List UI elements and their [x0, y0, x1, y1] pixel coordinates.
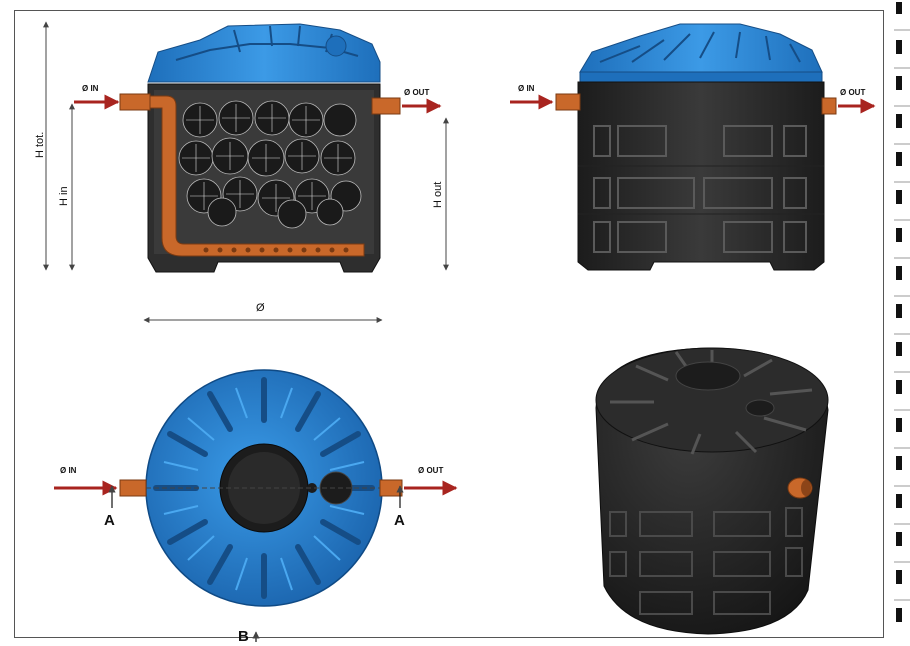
iso-panels	[609, 507, 803, 615]
section-inlet-stub	[119, 93, 151, 111]
drawing-frame	[14, 10, 884, 638]
top-outlet-stub	[379, 479, 403, 497]
section-inlet-label: Ø IN	[82, 84, 99, 93]
section-a-left-label: A	[104, 512, 115, 529]
right-margin-strip	[894, 0, 910, 646]
section-a-right-label: A	[394, 512, 405, 529]
margin-marks	[894, 2, 910, 622]
front-lid	[579, 23, 823, 73]
front-outlet-label: Ø OUT	[840, 88, 866, 97]
section-b-label: B	[238, 628, 249, 645]
iso-outlet-cap	[745, 399, 775, 417]
front-outlet-stub	[821, 97, 837, 115]
section-outlet-stub	[371, 97, 401, 115]
front-panels	[593, 125, 807, 253]
top-inlet-stub	[119, 479, 147, 497]
h-in-label: H in	[58, 186, 70, 206]
h-out-label: H out	[432, 181, 444, 208]
top-outlet-cap	[319, 471, 353, 505]
distribution-holes	[203, 247, 349, 253]
h-tot-label: H tot.	[34, 131, 46, 158]
front-view	[510, 23, 876, 271]
front-inlet-label: Ø IN	[518, 84, 535, 93]
section-view	[43, 21, 449, 323]
top-view	[54, 369, 458, 642]
front-tank-body	[577, 81, 825, 271]
section-inlet-pipe	[149, 95, 365, 257]
top-inlet-label: Ø IN	[60, 466, 77, 475]
diameter-label: Ø	[256, 302, 265, 314]
section-outlet-label: Ø OUT	[404, 88, 430, 97]
top-outlet-label: Ø OUT	[418, 466, 444, 475]
front-inlet-stub	[555, 93, 581, 111]
iso-manhole	[675, 361, 741, 391]
isometric-view	[595, 347, 829, 635]
section-lid	[147, 23, 381, 83]
